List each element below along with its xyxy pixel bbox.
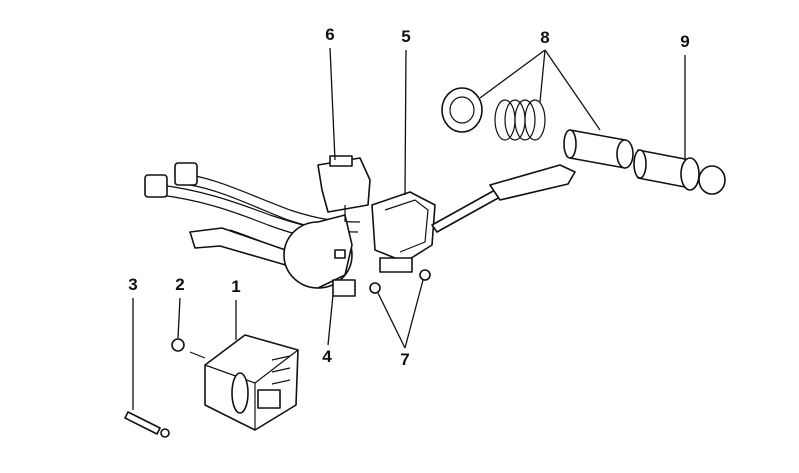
callout-7: 7 (400, 350, 410, 369)
part-6-switch (317, 155, 371, 222)
callout-3: 3 (128, 275, 138, 294)
right-stalk (431, 164, 576, 233)
callout-9: 9 (680, 32, 690, 51)
leader-lines (132, 47, 686, 410)
part-2-nut (171, 338, 206, 359)
part-9-lighter (633, 149, 726, 195)
callout-1: 1 (231, 277, 241, 296)
part-5-switch (371, 191, 436, 273)
callout-2: 2 (175, 275, 185, 294)
part-7-screws (369, 269, 431, 294)
part-1-light-switch (204, 334, 299, 431)
part-8-lighter-parts (441, 87, 634, 169)
part-3-bulb (124, 411, 170, 438)
callout-8: 8 (540, 28, 550, 47)
callout-6: 6 (325, 25, 335, 44)
part-4-switch (283, 214, 356, 297)
callout-5: 5 (401, 27, 411, 46)
callout-4: 4 (322, 347, 332, 366)
